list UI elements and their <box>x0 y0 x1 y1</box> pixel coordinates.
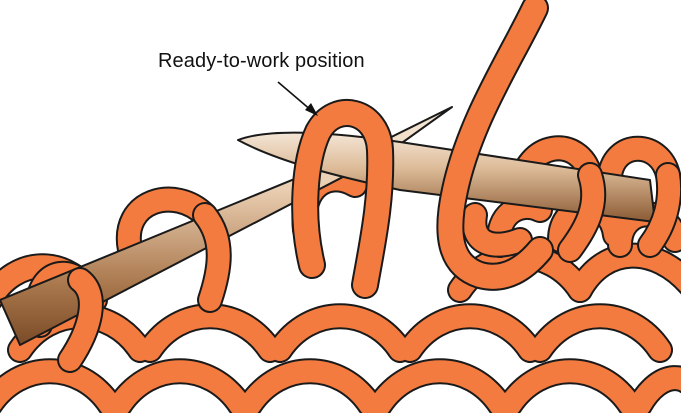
callout-arrow <box>278 82 318 116</box>
callout-label: Ready-to-work position <box>158 50 365 73</box>
